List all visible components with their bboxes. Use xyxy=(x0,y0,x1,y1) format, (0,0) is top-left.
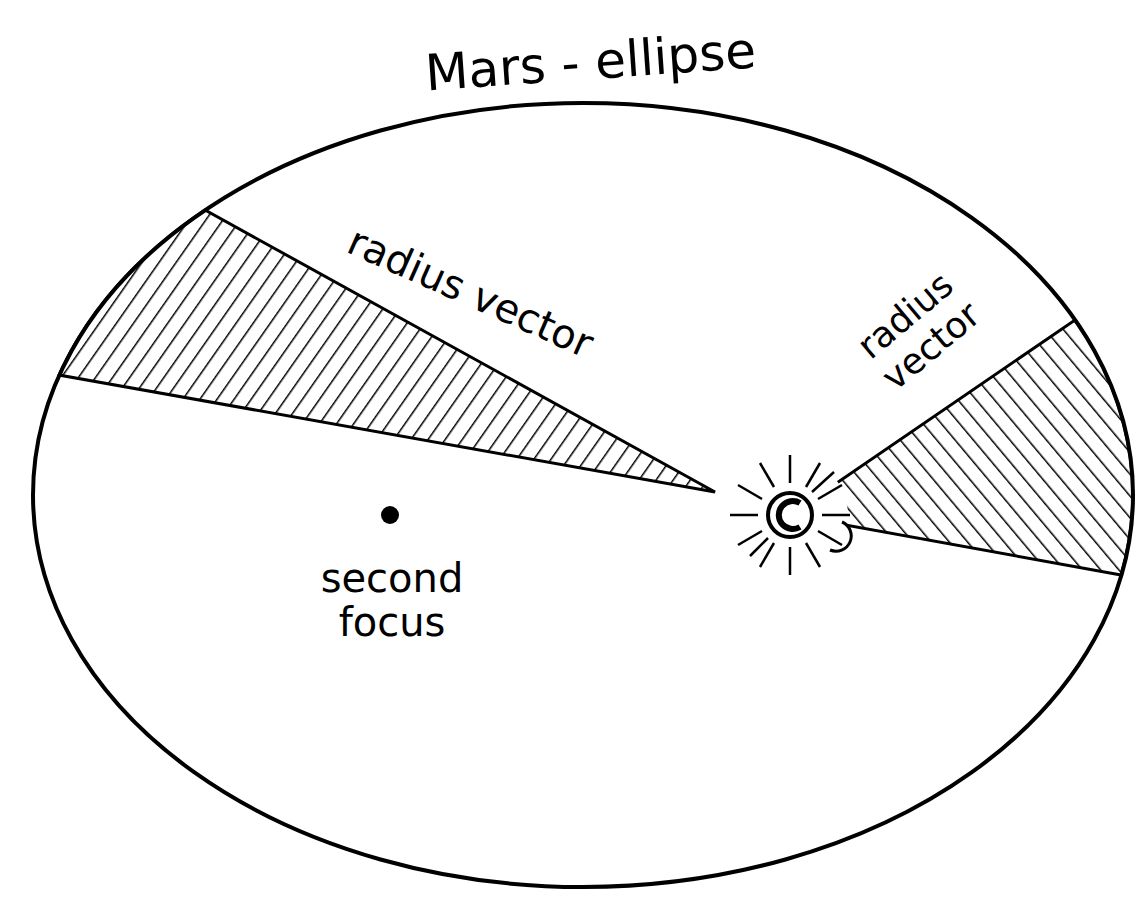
orbit-ellipse xyxy=(33,103,1133,887)
sun-symbol xyxy=(730,455,851,575)
swept-sector xyxy=(59,210,715,492)
title-label: Mars - ellipse xyxy=(423,23,757,101)
focus-dot xyxy=(381,506,399,524)
focus-label: second focus xyxy=(292,556,492,644)
